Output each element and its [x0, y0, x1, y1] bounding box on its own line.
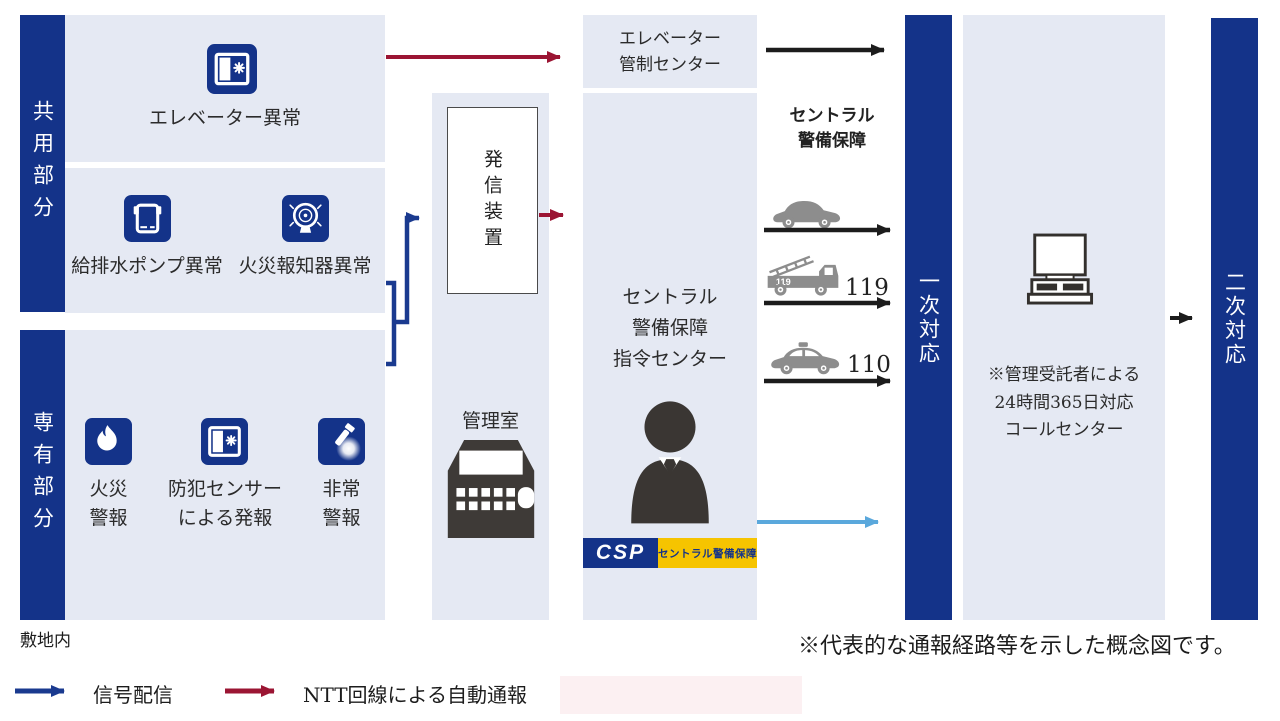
background-tint-patch: [560, 676, 802, 714]
fire-alarm-bell-icon: [281, 195, 329, 242]
call-center-label: ※管理受託者による 24時間365日対応 コールセンター: [987, 365, 1141, 441]
arrow-sources-to-transmitter: [394, 212, 420, 325]
csp-logo-name: セントラル警備保障: [658, 547, 757, 560]
pump-icon: [123, 195, 171, 242]
control-panel-icon: [443, 438, 539, 540]
police-car-icon: [768, 340, 844, 376]
pump-fault-label: 給排水ポンプ異常: [71, 255, 223, 277]
fire-detector-fault-group: 火災報知器異常: [229, 195, 381, 281]
door-sensor-icon: [201, 418, 249, 465]
panel-csp-command-column: [583, 93, 757, 620]
site-label: 敷地内: [20, 631, 71, 651]
secondary-response-label: 二次対応: [1222, 271, 1247, 367]
primary-response-label: 一次対応: [916, 269, 941, 366]
legend-signal-label: 信号配信: [93, 683, 173, 707]
fire-alarm-label: 火災警報: [89, 478, 128, 529]
csp-field-label: セントラル警備保障: [789, 106, 875, 151]
csp-logo: CSP セントラル警備保障: [583, 538, 757, 568]
transmitter-label: 発信装置: [481, 148, 503, 253]
emergency-alarm-group: 非常警報: [298, 418, 385, 532]
flame-icon: [84, 418, 132, 465]
flashlight-icon: [318, 418, 366, 465]
security-sensor-label: 防犯センサーによる発報: [167, 478, 282, 529]
common-area-label: 共用部分: [30, 99, 55, 228]
csp-logo-name-plate: セントラル警備保障: [658, 538, 757, 568]
fire-alarm-group: 火災警報: [65, 418, 152, 532]
guard-person-icon: [618, 398, 722, 524]
bar-private-area: 専有部分: [20, 330, 65, 620]
control-room-label: 管理室: [461, 410, 519, 432]
patrol-car-icon: [770, 196, 844, 230]
emergency-alarm-label: 非常警報: [322, 478, 361, 529]
csp-logo-abbr: CSP: [595, 541, 646, 564]
csp-command-label: セントラル 警備保障 指令センター: [612, 286, 727, 370]
bar-common-area: 共用部分: [20, 15, 65, 312]
transmitter-box: 発信装置: [447, 107, 538, 294]
fire-truck-number: 119: [776, 277, 791, 287]
computer-icon: [1026, 233, 1094, 307]
bar-primary-response: 一次対応: [905, 15, 952, 620]
footnote: ※代表的な通報経路等を示した概念図です。: [798, 634, 1236, 659]
fire-detector-fault-label: 火災報知器異常: [238, 255, 372, 277]
panel-elevator-center: [583, 15, 757, 88]
csp-logo-mark: CSP: [583, 538, 658, 568]
elevator-fault-label: エレベーター異常: [148, 107, 301, 129]
bar-secondary-response: 二次対応: [1211, 18, 1258, 620]
private-area-label: 専有部分: [30, 411, 55, 539]
panel-pump-fire-fault: [65, 168, 385, 313]
fire-number-label: 119: [845, 275, 889, 301]
security-sensor-group: 防犯センサーによる発報: [168, 418, 282, 532]
connector-sources-bracket: [386, 280, 397, 367]
panel-call-center-column: [963, 15, 1165, 620]
police-number-label: 110: [847, 352, 891, 378]
pump-fault-group: 給排水ポンプ異常: [69, 195, 225, 281]
elevator-fault-icon: [207, 44, 257, 94]
panel-private-alarms: [65, 330, 385, 620]
elevator-center-label: エレベーター管制センター: [619, 29, 721, 76]
fire-truck-icon: 119: [764, 252, 842, 298]
legend-ntt-label: NTT回線による自動通報: [303, 683, 527, 707]
